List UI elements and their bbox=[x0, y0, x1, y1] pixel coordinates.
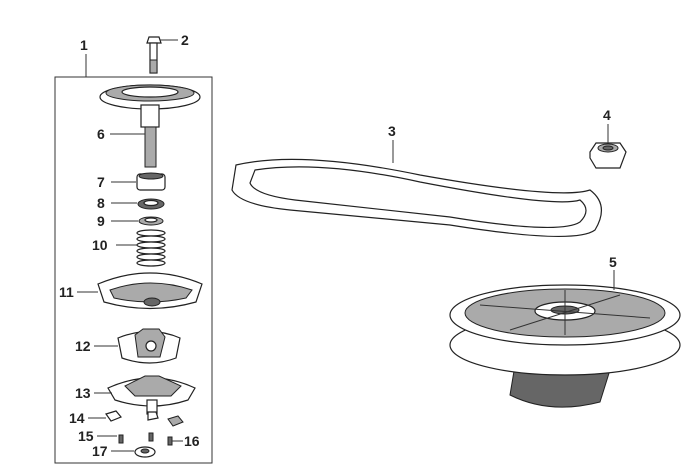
callout-8: 8 bbox=[97, 195, 105, 211]
part-2-bolt bbox=[146, 36, 178, 74]
callout-1: 1 bbox=[80, 37, 88, 53]
callout-16: 16 bbox=[184, 433, 200, 449]
callout-3: 3 bbox=[388, 123, 396, 139]
part-10-spring bbox=[116, 229, 166, 267]
callout-10: 10 bbox=[92, 237, 108, 253]
assembly-group-box bbox=[54, 76, 213, 464]
part-16-screw bbox=[167, 436, 183, 446]
part-3-belt bbox=[231, 140, 602, 237]
part-6-shaft bbox=[110, 104, 160, 168]
callout-5: 5 bbox=[609, 254, 617, 270]
callout-2: 2 bbox=[181, 32, 189, 48]
part-13-cam-plate bbox=[94, 375, 196, 415]
callout-6: 6 bbox=[97, 126, 105, 142]
callout-9: 9 bbox=[97, 213, 105, 229]
part-8-seal bbox=[111, 198, 165, 210]
part-17-nut bbox=[111, 446, 156, 458]
callout-labels: 1 2 3 4 5 6 7 8 9 10 11 12 13 14 15 16 1… bbox=[59, 32, 617, 459]
part-7-bushing bbox=[111, 172, 166, 191]
part-15-screw bbox=[97, 432, 154, 444]
part-11-movable-sheave bbox=[77, 272, 203, 310]
part-4-nut bbox=[589, 124, 627, 169]
part-9-washer bbox=[111, 216, 164, 226]
callout-15: 15 bbox=[78, 428, 94, 444]
callout-12: 12 bbox=[75, 338, 91, 354]
fixed-sheave bbox=[99, 84, 201, 110]
callout-13: 13 bbox=[75, 385, 91, 401]
callout-14: 14 bbox=[69, 410, 85, 426]
callout-11: 11 bbox=[59, 284, 74, 300]
part-12-spider bbox=[94, 328, 181, 364]
callout-17: 17 bbox=[92, 443, 108, 459]
part-14-slider bbox=[88, 410, 184, 427]
part-5-driven-pulley bbox=[449, 270, 681, 408]
callout-7: 7 bbox=[97, 174, 105, 190]
callout-4: 4 bbox=[603, 107, 611, 123]
